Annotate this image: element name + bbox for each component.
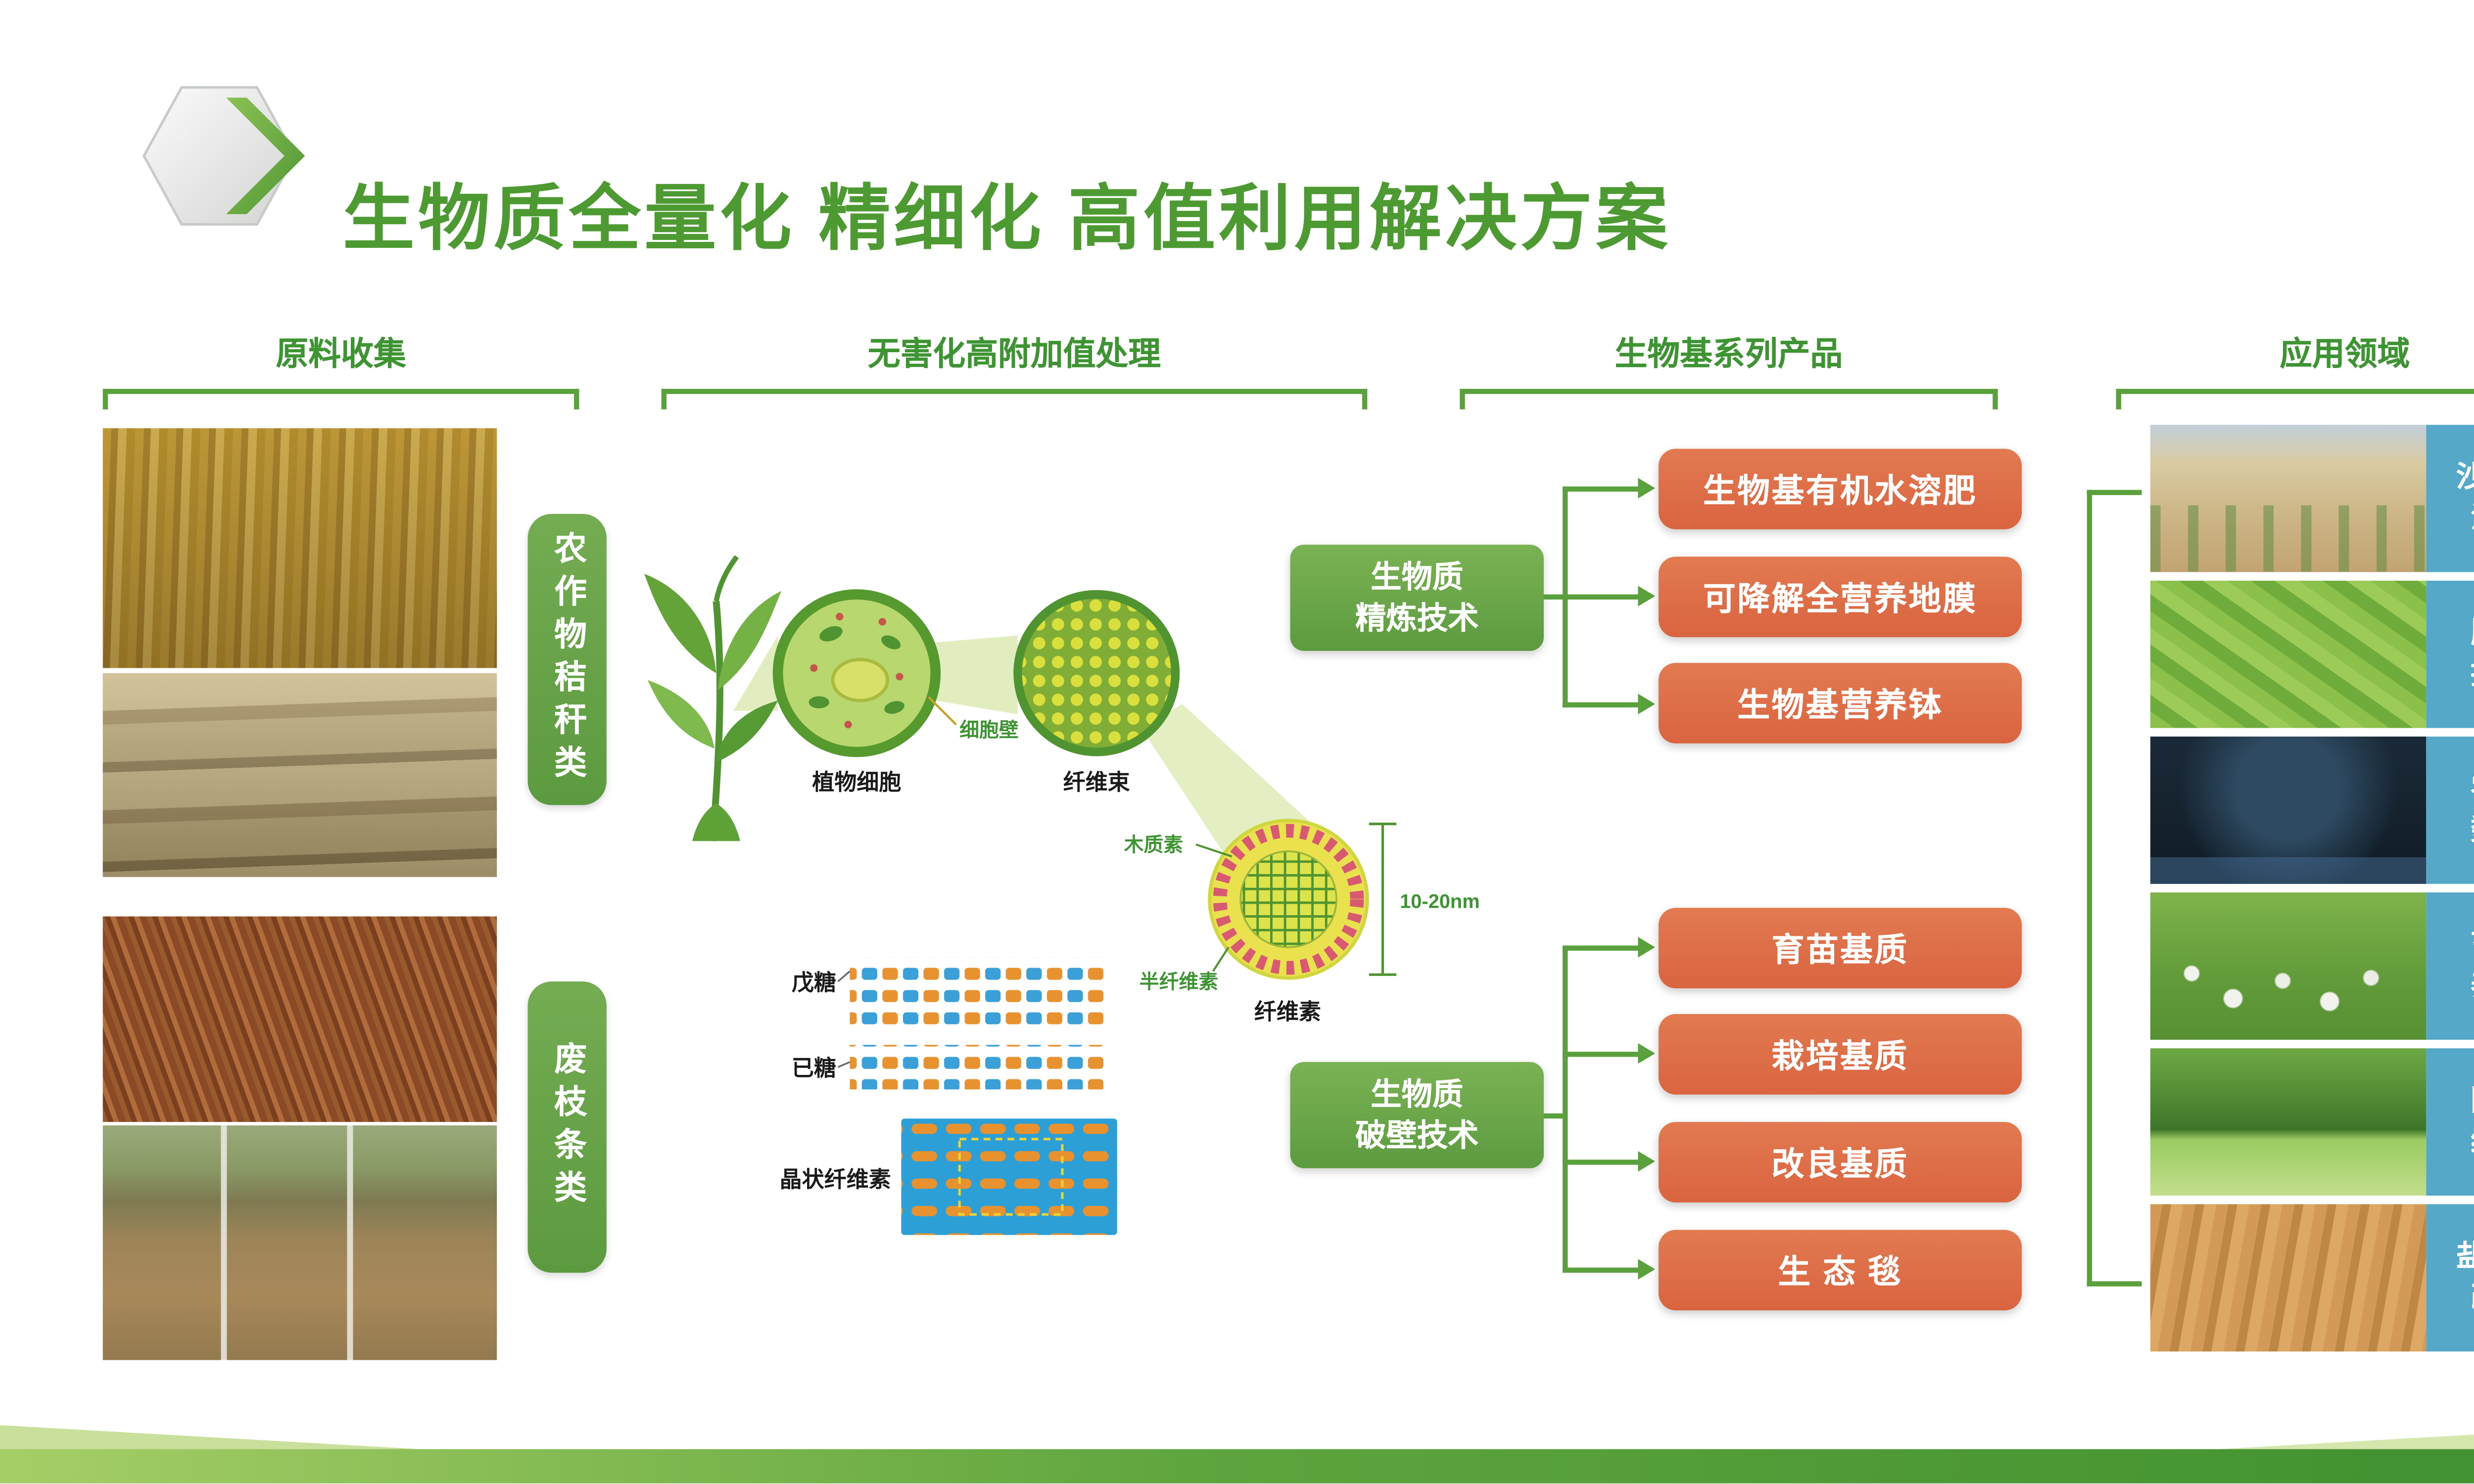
photo-saline-soil-improvement [2150,1204,2426,1352]
application-label: 畜牧 养殖 [2426,892,2474,1040]
connector-line [1563,945,1568,1273]
pentose-chain-diagram [850,957,1104,1024]
application-label: 盐碱地 改良 [2426,1204,2474,1352]
product-button-seedling-substrate: 育苗基质 [1658,908,2022,989]
category-pill-crop-straw: 农作物秸秆类 [527,513,607,805]
application-row-desertification: 沙漠化 治理 [2150,424,2474,572]
connector-line [2087,490,2142,495]
photo-fertility-improvement [2150,580,2426,728]
fiber-bundle-label: 纤维束 [1063,769,1130,794]
ribbon-accent-left [0,1425,480,1453]
photo-corn-straw [102,428,497,668]
connector-line [1563,594,1638,600]
product-button-cultivation-substrate: 栽培基质 [1658,1014,2022,1095]
photo-waste-branches [102,916,497,1122]
connector-line [1563,945,1638,951]
category-pill-waste-branches: 废枝条类 [527,981,607,1273]
section-header-products: 生物基系列产品 [1615,337,1843,373]
connector-line [1563,1052,1638,1057]
cell-wall-label: 细胞壁 [959,719,1018,741]
arrowhead-icon [1638,1043,1656,1064]
connector-line [1543,1113,1563,1119]
connector-line [1563,1267,1638,1273]
bracket-applications [2116,389,2474,415]
bracket-collection [102,389,579,415]
application-label: 沙漠化 治理 [2426,424,2474,572]
hexose-chain-diagram [850,1045,1104,1090]
photo-livestock-breeding [2150,892,2426,1040]
photo-garden-greening [2150,1048,2426,1196]
product-button-improvement-substrate: 改良基质 [1658,1122,2022,1203]
section-header-processing: 无害化高附加值处理 [867,337,1161,373]
chevron-icon [226,97,305,214]
section-header-collection: 原料收集 [276,337,406,373]
tech-box-wall-breaking: 生物质 破壁技术 [1290,1062,1544,1168]
connector-line [1563,486,1638,492]
application-row-agri-data: 农业 数据 [2150,737,2474,884]
cellulose-label: 纤维素 [1254,999,1321,1024]
connector-line [1543,594,1563,600]
application-label: 农业 数据 [2426,737,2474,884]
hexagon-logo-icon [142,86,305,226]
hemicellulose-label: 半纤维素 [1140,971,1218,993]
application-row-livestock: 畜牧 养殖 [2150,892,2474,1040]
bottom-ribbon [0,1449,2474,1484]
applications-list: 沙漠化 治理 肥力 提升 农业 数据 畜牧 养殖 园林 绿化 盐碱地 改良 [2150,424,2474,1352]
connector-line [2087,490,2093,1287]
photo-orchard-prunings [102,1125,497,1360]
connector-line [2087,1281,2142,1287]
lignin-label: 木质素 [1124,834,1183,856]
section-header-applications: 应用领域 [2280,337,2410,373]
microfibril-diagram [1195,819,1397,980]
plant-cell-diagram [772,589,957,757]
arrowhead-icon [1638,478,1656,499]
photo-desertification-control [2150,424,2426,572]
crystalline-cellulose-label: 晶状纤维素 [780,1167,891,1192]
ribbon-accent-right [2159,1425,2474,1453]
photo-straw-bales [102,673,497,877]
hexose-label: 已糖 [792,1056,836,1081]
product-button-ecological-blanket: 生 态 毯 [1658,1230,2022,1311]
hexagon-shape [142,86,296,226]
arrowhead-icon [1638,1259,1656,1280]
application-label: 肥力 提升 [2426,580,2474,728]
product-button-nutrient-pot: 生物基营养钵 [1658,663,2022,743]
connector-line [1563,702,1638,708]
fiber-bundle-diagram [1013,590,1180,756]
application-row-landscaping: 园林 绿化 [2150,1048,2474,1196]
arrowhead-icon [1638,694,1656,714]
bracket-products [1460,389,1998,415]
product-button-water-soluble-fertilizer: 生物基有机水溶肥 [1658,449,2022,530]
processing-diagram: 植物细胞 细胞壁 纤维束 木质素 半纤维素 纤维素 10-20nm 戊糖 已糖 [644,555,1480,1235]
photo-agriculture-data [2150,737,2426,884]
arrowhead-icon [1638,937,1656,958]
pentose-label: 戊糖 [792,970,836,995]
bracket-processing [661,389,1368,415]
application-row-saline-soil: 盐碱地 改良 [2150,1204,2474,1352]
tech-box-refining: 生物质 精炼技术 [1290,545,1544,651]
connector-line [1563,1159,1638,1165]
arrowhead-icon [1638,586,1656,606]
scale-label: 10-20nm [1400,890,1480,912]
hexose-pointer-line [837,1061,851,1068]
plant-illustration [644,555,782,841]
crystalline-cellulose-diagram [901,1118,1117,1235]
arrowhead-icon [1638,1151,1656,1172]
page-title: 生物质全量化 精细化 高值利用解决方案 [342,178,1671,259]
application-label: 园林 绿化 [2426,1048,2474,1196]
plant-cell-label: 植物细胞 [812,769,901,794]
pentose-pointer-line [837,971,851,982]
product-button-degradable-mulch-film: 可降解全营养地膜 [1658,556,2022,638]
application-row-fertility: 肥力 提升 [2150,580,2474,728]
